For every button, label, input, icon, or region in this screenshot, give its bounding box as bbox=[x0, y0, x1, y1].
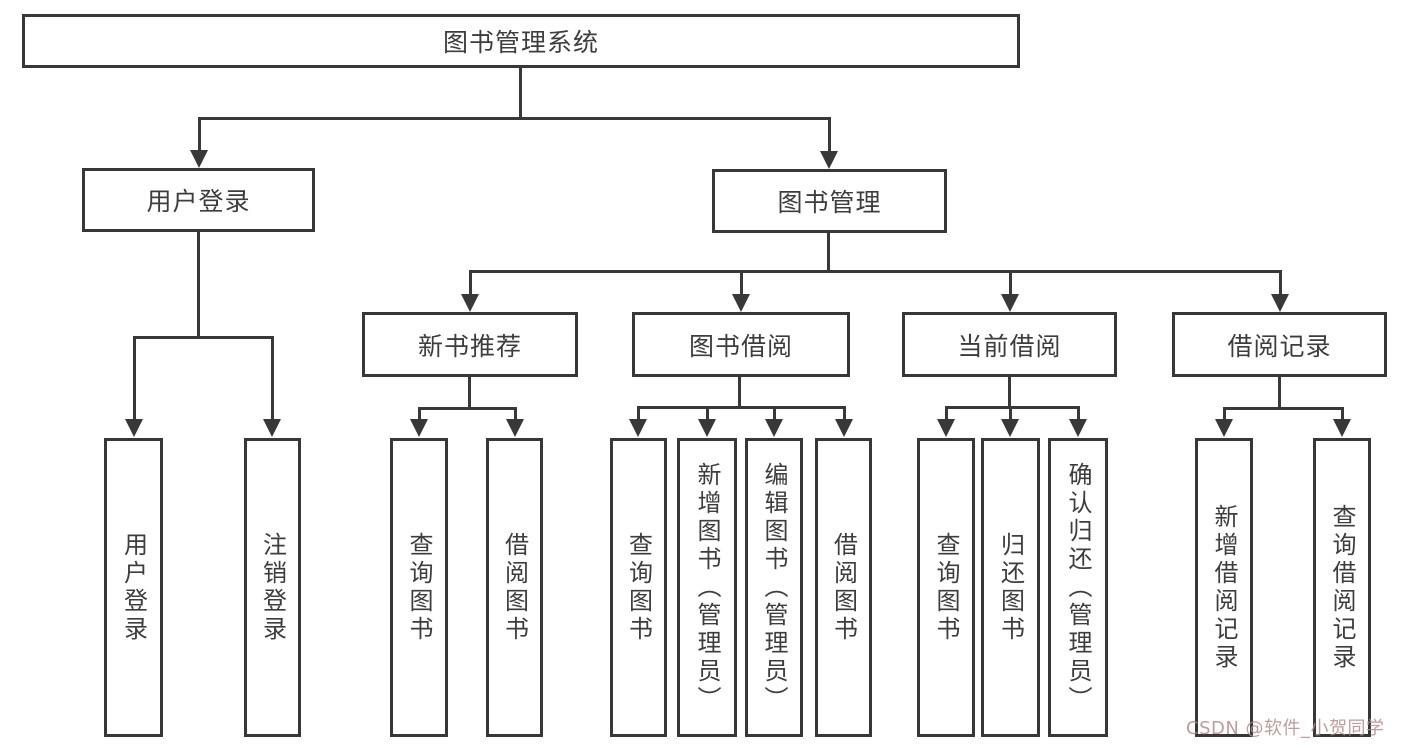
leaf-borrow-books-recommend: 借阅图书 bbox=[486, 438, 543, 737]
connector-line bbox=[740, 270, 743, 296]
connector-line bbox=[418, 407, 421, 421]
leaf-borrow-books: 借阅图书 bbox=[815, 438, 872, 737]
leaf-add-books-admin: 新增图书（管理员） bbox=[677, 438, 737, 737]
connector-line bbox=[1223, 407, 1344, 410]
arrow-head bbox=[698, 419, 716, 437]
connector-line bbox=[1008, 376, 1011, 408]
node-borrowing-records: 借阅记录 bbox=[1172, 312, 1387, 377]
arrow-head bbox=[125, 419, 143, 437]
connector-line bbox=[519, 67, 522, 119]
arrow-head bbox=[820, 151, 838, 169]
connector-line bbox=[637, 406, 640, 421]
connector-line bbox=[198, 117, 201, 152]
connector-line bbox=[133, 336, 136, 421]
arrow-head bbox=[1001, 419, 1019, 437]
leaf-logout: 注销登录 bbox=[244, 438, 301, 737]
connector-line bbox=[738, 376, 741, 408]
leaf-query-books-current: 查询图书 bbox=[917, 438, 975, 737]
node-new-book-recommendation: 新书推荐 bbox=[362, 312, 578, 377]
leaf-add-borrow-record: 新增借阅记录 bbox=[1195, 438, 1253, 737]
leaf-return-books: 归还图书 bbox=[981, 438, 1040, 737]
arrow-head bbox=[1271, 294, 1289, 312]
connector-line bbox=[271, 336, 274, 421]
arrow-head bbox=[835, 419, 853, 437]
connector-line bbox=[1077, 406, 1080, 421]
connector-line bbox=[945, 406, 948, 421]
node-book-borrowing: 图书借阅 bbox=[632, 312, 850, 377]
connector-line bbox=[637, 406, 845, 409]
node-book-management: 图书管理 bbox=[712, 169, 947, 233]
leaf-query-books-recommend: 查询图书 bbox=[390, 438, 448, 737]
connector-line bbox=[773, 406, 776, 421]
arrow-head bbox=[1069, 419, 1087, 437]
connector-line bbox=[843, 406, 846, 421]
leaf-user-login: 用户登录 bbox=[104, 438, 163, 737]
arrow-head bbox=[1001, 294, 1019, 312]
connector-line bbox=[1341, 407, 1344, 421]
node-user-login: 用户登录 bbox=[82, 168, 315, 232]
leaf-confirm-return-admin: 确认归还（管理员） bbox=[1048, 438, 1108, 737]
connector-line bbox=[469, 270, 472, 296]
connector-line bbox=[827, 232, 830, 272]
connector-line bbox=[1279, 270, 1282, 296]
arrow-head bbox=[1333, 419, 1351, 437]
connector-line bbox=[468, 376, 471, 409]
arrow-head bbox=[629, 419, 647, 437]
arrow-head bbox=[461, 294, 479, 312]
leaf-query-books-borrow: 查询图书 bbox=[610, 438, 667, 737]
arrow-head bbox=[765, 419, 783, 437]
connector-line bbox=[133, 336, 273, 339]
connector-line bbox=[469, 270, 1281, 273]
connector-line bbox=[514, 407, 517, 421]
connector-line bbox=[197, 231, 200, 338]
connector-line bbox=[198, 117, 830, 120]
node-library-management-system: 图书管理系统 bbox=[22, 14, 1020, 68]
connector-line bbox=[1278, 376, 1281, 409]
arrow-head bbox=[732, 294, 750, 312]
watermark-csdn: CSDN @软件_小贺同学 bbox=[1186, 718, 1385, 739]
connector-line bbox=[828, 117, 831, 153]
leaf-query-borrow-record: 查询借阅记录 bbox=[1313, 438, 1371, 737]
arrow-head bbox=[937, 419, 955, 437]
connector-line bbox=[945, 406, 1080, 409]
arrow-head bbox=[1215, 419, 1233, 437]
node-current-borrowing: 当前借阅 bbox=[902, 312, 1117, 377]
connector-line bbox=[1009, 270, 1012, 296]
connector-line bbox=[418, 407, 517, 410]
connector-line bbox=[1223, 407, 1226, 421]
connector-line bbox=[706, 406, 709, 421]
arrow-head bbox=[410, 419, 428, 437]
arrow-head bbox=[263, 419, 281, 437]
arrow-head bbox=[506, 419, 524, 437]
arrow-head bbox=[190, 150, 208, 168]
leaf-edit-books-admin: 编辑图书（管理员） bbox=[745, 438, 803, 737]
connector-line bbox=[1009, 406, 1012, 421]
